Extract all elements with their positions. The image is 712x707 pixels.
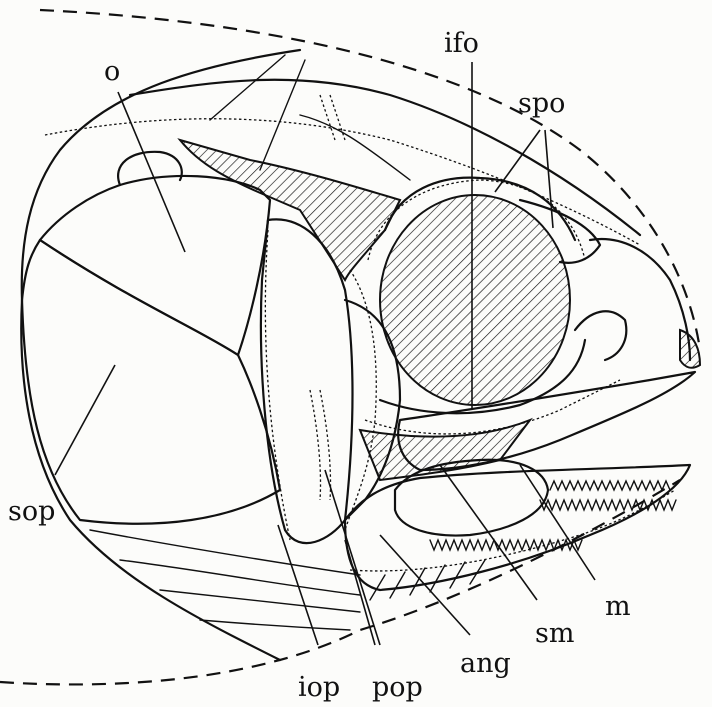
preopercle-canal (344, 269, 377, 531)
roof-pit-lines (319, 94, 346, 141)
branchiostegal-ray-1 (89, 529, 361, 576)
suborbital-canal (364, 379, 621, 435)
label-spo: spo (518, 88, 565, 119)
opercle-knob (117, 150, 183, 187)
body-outline-bottom (0, 479, 681, 686)
branchiostegal-ray-2 (119, 559, 361, 596)
label-o: o (104, 56, 120, 87)
snout-bones (588, 238, 692, 362)
leader-iop (277, 524, 319, 646)
leader-spo-2 (544, 129, 554, 229)
mandibular-canal (349, 489, 676, 572)
orbit-eye (379, 194, 571, 406)
branchiostegal-ray-4 (199, 619, 351, 631)
nasal-opening (573, 310, 628, 362)
mandible-bone (343, 463, 692, 592)
leader-ang (379, 534, 471, 636)
label-sop: sop (8, 496, 55, 527)
preopercle-bone (343, 298, 402, 522)
snout-tip (679, 328, 702, 369)
leader-spo-1 (494, 129, 541, 193)
roof-suture-2 (259, 59, 306, 171)
mandible-teeth-front (549, 479, 671, 492)
leader-pop-1 (344, 539, 376, 646)
lower-teeth (429, 538, 583, 552)
branchiostegal-ray-3 (159, 589, 361, 613)
leader-pop-2 (324, 469, 381, 646)
infraorbital-canal (367, 179, 586, 261)
label-pop: pop (372, 672, 423, 703)
subopercle-bone (20, 238, 282, 525)
leader-o (117, 91, 186, 253)
label-ifo: ifo (444, 28, 479, 59)
leader-sm (439, 464, 538, 601)
label-m: m (605, 591, 631, 622)
supraorbital-bone (518, 198, 602, 264)
label-iop: iop (298, 672, 340, 703)
body-outline-top (39, 8, 702, 351)
interopercle-canal (264, 229, 291, 541)
interopercle-pitline (309, 389, 332, 501)
head-outline (20, 48, 302, 662)
cranial-hatched-area (177, 138, 402, 283)
leader-m (519, 464, 596, 581)
supramaxilla-bone (393, 458, 550, 537)
angular-striations (369, 559, 486, 601)
roof-suture-1 (209, 54, 286, 121)
label-sm: sm (535, 618, 574, 649)
roof-suture-3 (299, 114, 411, 181)
suborbital-plates (378, 338, 587, 415)
leader-sop (54, 364, 116, 476)
label-ang: ang (460, 648, 511, 679)
supraorbital-canal (44, 118, 641, 246)
opercle-bone (38, 174, 272, 357)
skull-roof (128, 78, 642, 237)
